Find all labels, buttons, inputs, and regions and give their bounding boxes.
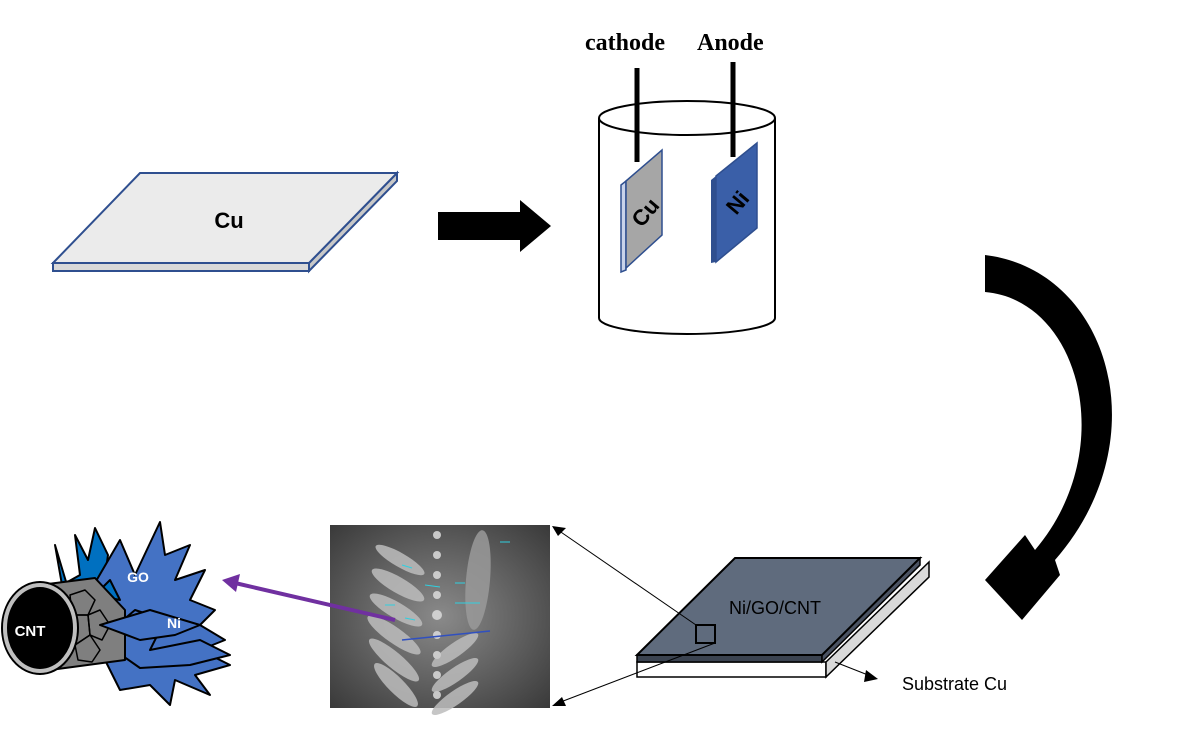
electrochemical-cell: Cu Ni cathode Anode — [585, 30, 776, 335]
cathode-label: cathode — [585, 30, 665, 56]
purple-arrow-icon — [222, 574, 240, 592]
coated-plate-label: Ni/GO/CNT — [729, 598, 821, 618]
cnt-model — [1, 521, 231, 706]
anode-label: Anode — [697, 30, 764, 56]
zoom-region-marker — [695, 624, 716, 644]
anode-electrode: Ni — [711, 141, 758, 264]
substrate-label: Substrate Cu — [902, 674, 1007, 694]
curved-arrow-icon — [985, 255, 1112, 620]
sem-image — [330, 525, 550, 716]
go-label: GO — [127, 569, 149, 585]
cu-plate: Cu — [50, 170, 400, 274]
cnt-label: CNT — [15, 623, 46, 640]
coated-plate: Ni/GO/CNT Substrate Cu — [552, 526, 1007, 706]
cathode-electrode: Cu — [620, 148, 664, 274]
right-arrow-icon — [438, 200, 551, 252]
ni-label: Ni — [167, 615, 181, 631]
cu-plate-label: Cu — [214, 208, 243, 233]
